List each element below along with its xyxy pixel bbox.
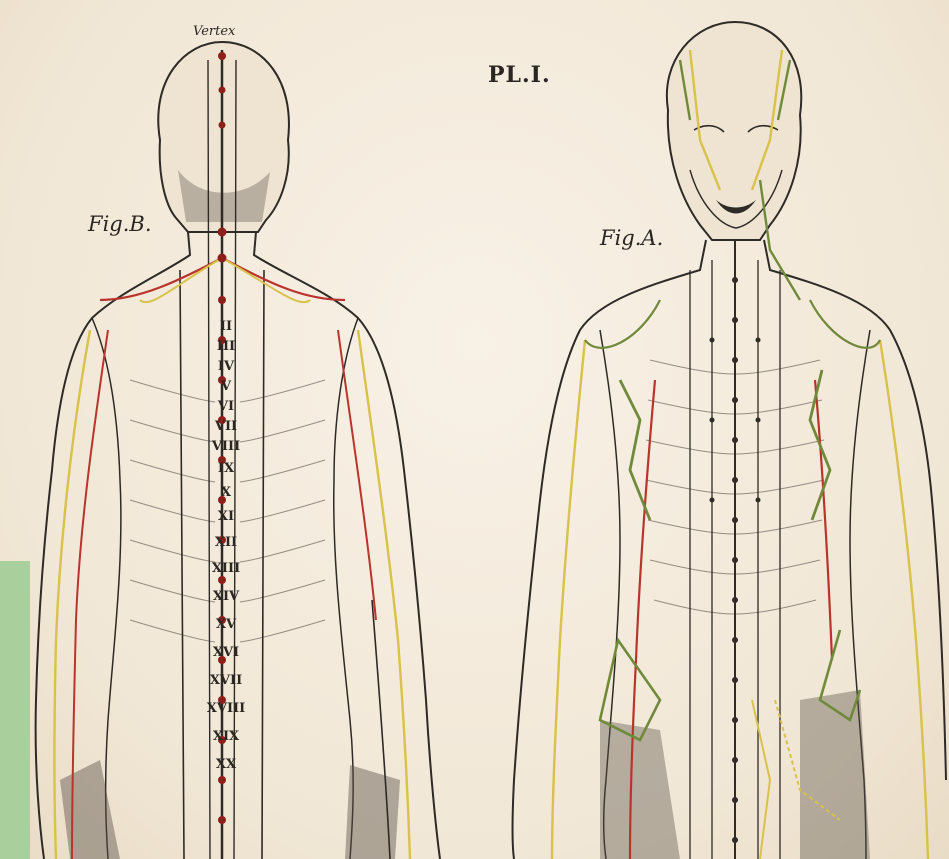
vertebra-numeral: XVII [210, 673, 242, 688]
vertebra-numeral: IX [218, 461, 235, 476]
vertex-label: Vertex [193, 24, 235, 39]
right-arm-red-line [338, 330, 376, 620]
vertebra-numeral: III [217, 339, 235, 354]
vertebra-numeral: V [220, 379, 232, 394]
back-lower-shadow [60, 760, 400, 859]
vertebra-numeral: XV [216, 617, 237, 632]
vertebra-numeral: IV [218, 359, 235, 374]
shoulder-red-line [100, 258, 222, 300]
vertebra-numeral: II [220, 319, 232, 334]
front-acupoints [710, 277, 761, 843]
front-body-outline [513, 240, 947, 859]
vertebra-numeral: VIII [211, 439, 240, 454]
front-left-arm-yellow [552, 340, 585, 859]
vertebra-numeral: XIX [213, 729, 240, 744]
vertebra-numeral: VI [217, 399, 234, 414]
vertebra-numeral: XVIII [207, 701, 245, 716]
vertebra-numeral: XI [218, 509, 234, 524]
vertebra-numerals: II III IV V VI VII VIII IX X XI XII XIII… [207, 319, 245, 772]
front-right-red-line [815, 380, 832, 660]
front-figure [513, 22, 947, 859]
vertebra-numeral: X [221, 485, 232, 500]
vertebra-numeral: XVI [213, 645, 239, 660]
plate-label: PL.I. [488, 62, 551, 88]
vertebra-numeral: XIV [213, 589, 240, 604]
vertebra-numeral: XIII [212, 561, 240, 576]
vertebra-numeral: VII [214, 419, 237, 434]
vertebra-numeral: XII [215, 535, 237, 550]
fig-b-label: Fig.B. [88, 212, 152, 236]
fig-a-label: Fig.A. [600, 226, 663, 250]
vertebra-numeral: XX [216, 757, 237, 772]
